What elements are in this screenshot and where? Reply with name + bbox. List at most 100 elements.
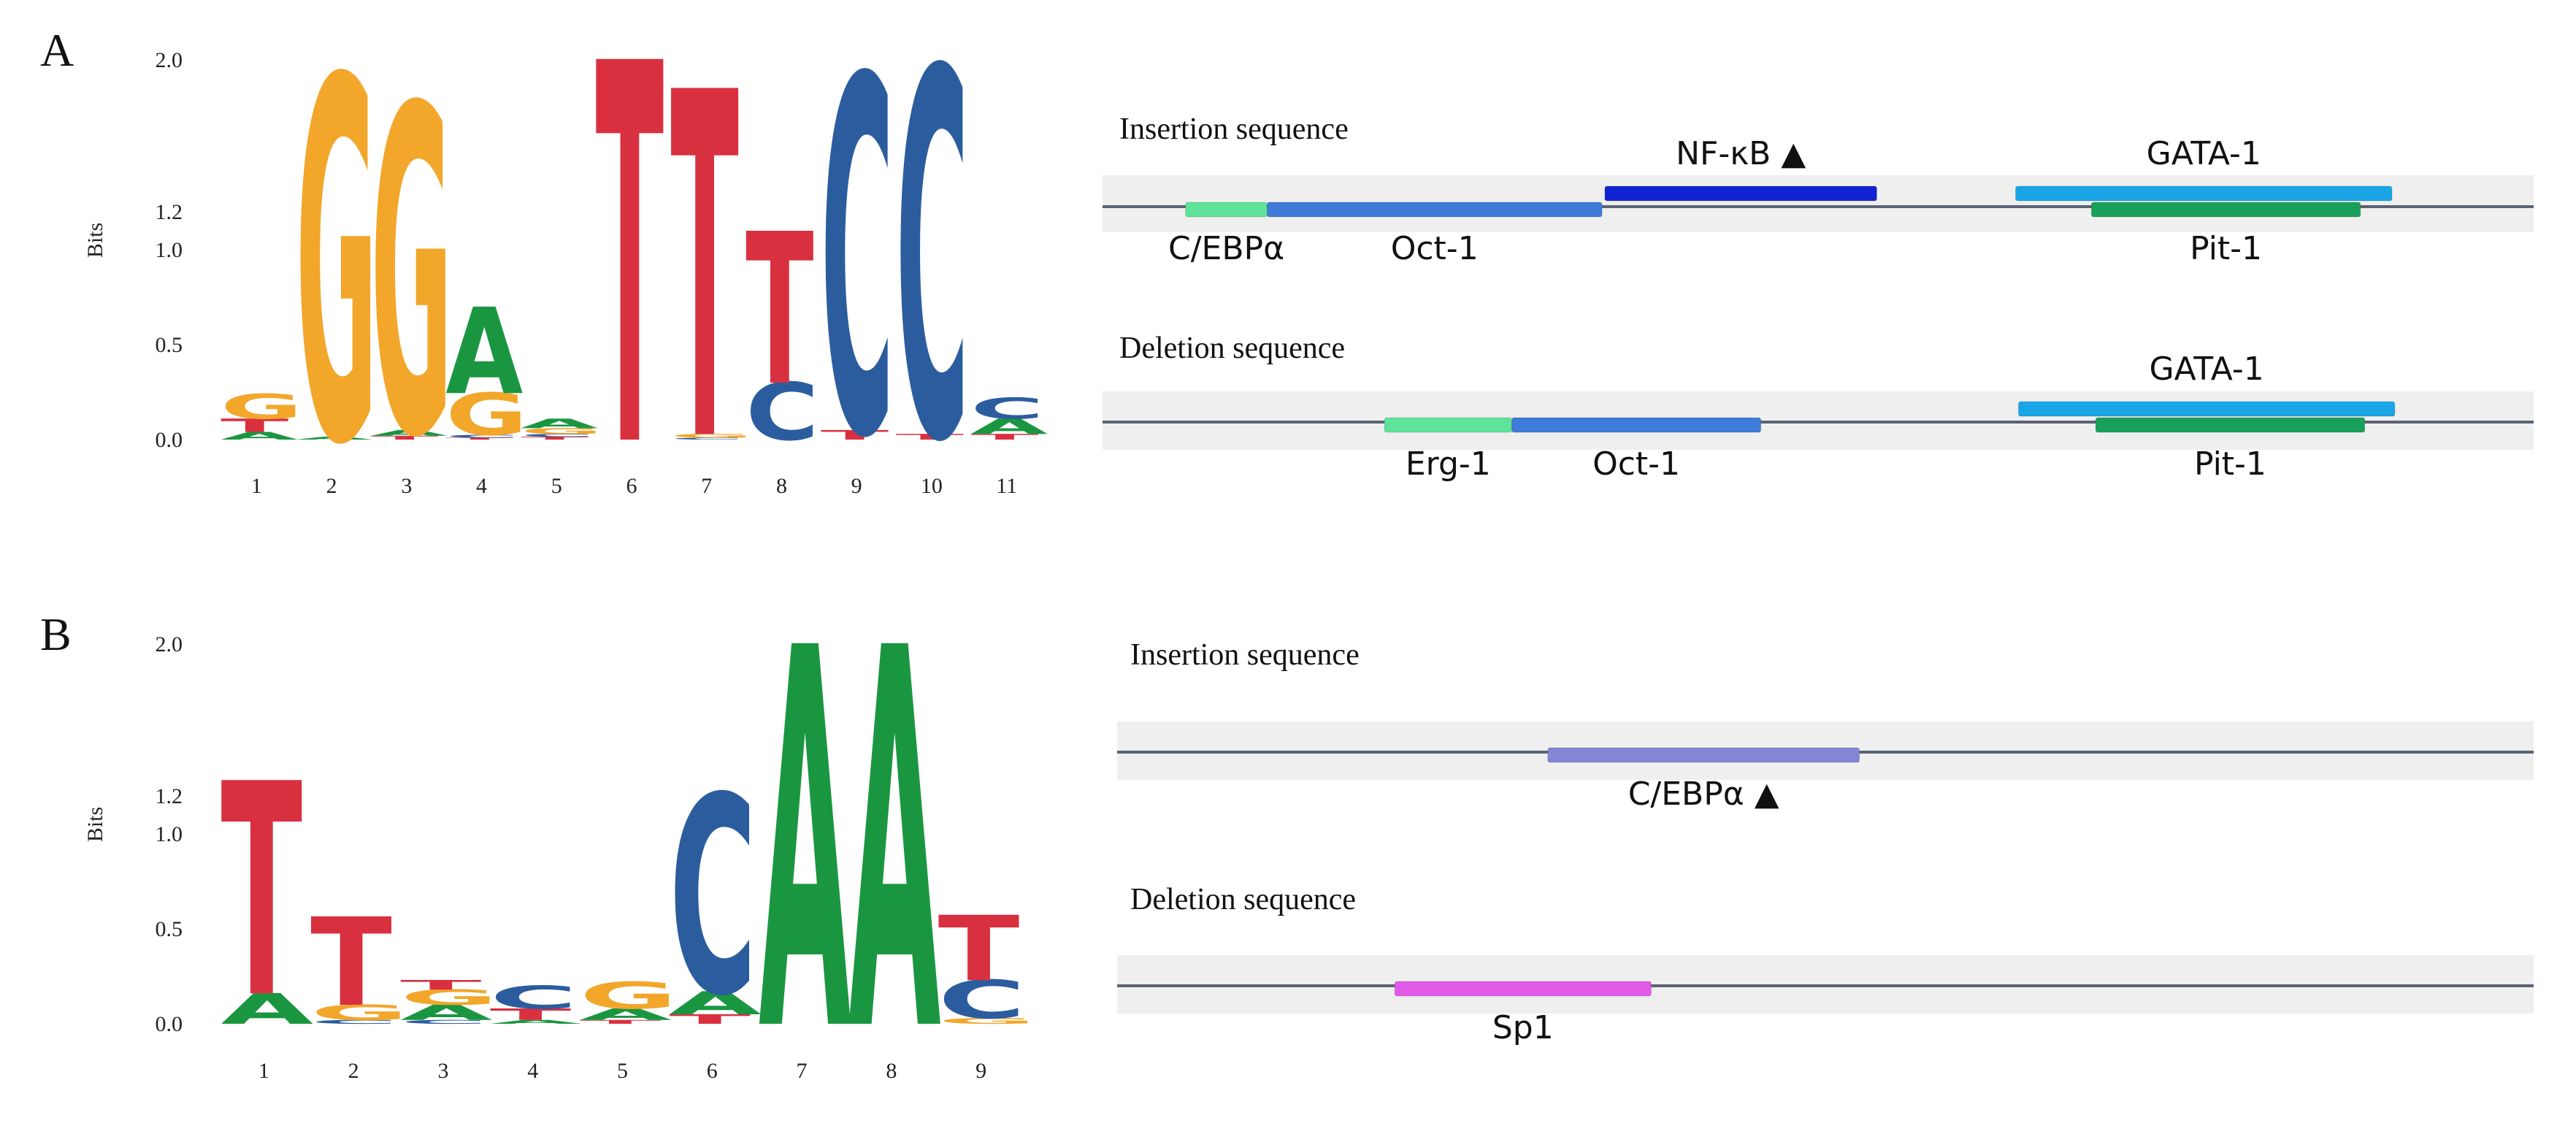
- logo-letter-t: T: [745, 189, 813, 432]
- logo-letter-c: C: [445, 434, 519, 438]
- panel-b: BBits0.00.51.01.22.0AT1CGT2CAGT3ATC4TAG5…: [40, 540, 2534, 1126]
- logo-letter-t: T: [310, 892, 392, 1033]
- logo-letter-g: G: [371, 14, 453, 536]
- binding-site-label: C/EBPα: [1168, 230, 1284, 267]
- logo-letter-c: C: [821, 0, 894, 545]
- logo-letter-c: C: [521, 433, 594, 437]
- logo-letter-c: C: [745, 367, 819, 459]
- logo-position-label: 9: [975, 1059, 986, 1083]
- binding-site-label: Oct-1: [1592, 445, 1680, 483]
- logo-letter-g: G: [580, 974, 678, 1017]
- logo-position-label: 5: [551, 474, 562, 498]
- logo-position-label: 2: [326, 474, 337, 498]
- binding-site-label: Sp1: [1492, 1009, 1554, 1046]
- logo-letter-t: T: [445, 437, 513, 440]
- logo-position-label: 5: [617, 1059, 628, 1083]
- logo-letter-a: A: [371, 429, 448, 438]
- logo-ytick: 0.0: [156, 428, 183, 452]
- logo-position-label: 3: [401, 474, 412, 498]
- logo-position-label: 8: [776, 474, 787, 498]
- logo-letter-a: A: [848, 540, 942, 1126]
- logo-position-label: 4: [527, 1059, 538, 1083]
- binding-site: [1185, 202, 1268, 218]
- logo-letter-t: T: [970, 432, 1038, 442]
- logo-ytick: 1.2: [156, 200, 183, 224]
- binding-site-label: GATA-1: [2147, 135, 2261, 172]
- logo-letter-c: C: [669, 739, 756, 1056]
- binding-site: [1384, 417, 1513, 433]
- logo-ytick: 1.0: [156, 238, 183, 262]
- logo-letter-t: T: [521, 436, 589, 440]
- logo-position-label: 6: [626, 474, 637, 498]
- logo-ytick: 2.0: [156, 632, 183, 656]
- sequence-logo: Bits0.00.51.01.22.0AT1CGT2CAGT3ATC4TAG5T…: [83, 540, 1036, 1126]
- logo-ytick: 1.2: [156, 784, 183, 808]
- binding-site: [1604, 185, 1877, 202]
- binding-site-label: NF-κB ▲: [1676, 135, 1806, 172]
- binding-site-label: Pit-1: [2190, 230, 2262, 267]
- logo-letter-a: A: [759, 540, 852, 1126]
- logo-position-label: 10: [921, 474, 943, 498]
- logo-letter-c: C: [938, 969, 1026, 1030]
- logo-letter-t: T: [938, 897, 1020, 1002]
- logo-letter-t: T: [670, 0, 739, 546]
- logo-position-label: 1: [251, 474, 262, 498]
- logo-letter-a: A: [296, 436, 373, 440]
- logo-letter-t: T: [490, 1006, 572, 1024]
- logo-letter-a: A: [221, 430, 298, 443]
- logo-letter-t: T: [596, 0, 664, 563]
- logo-position-label: 7: [797, 1059, 808, 1083]
- binding-site-label: GATA-1: [2150, 351, 2264, 388]
- sequence-logo: Bits0.00.51.01.22.0ATG1AG2TAG3TCGA4TCGA5…: [83, 0, 1049, 563]
- binding-site: [2015, 185, 2393, 202]
- logo-letter-g: G: [400, 985, 498, 1010]
- binding-site-label: Erg-1: [1406, 445, 1491, 483]
- binding-site-label: Oct-1: [1391, 230, 1479, 267]
- logo-ylabel: Bits: [83, 807, 107, 842]
- logo-letter-a: A: [221, 984, 313, 1033]
- binding-site: [1266, 202, 1603, 218]
- logo-position-label: 1: [258, 1059, 269, 1083]
- logo-position-label: 4: [476, 474, 487, 498]
- logo-ytick: 0.0: [156, 1012, 183, 1036]
- logo-position-label: 2: [348, 1059, 359, 1083]
- binding-site: [1394, 981, 1652, 997]
- logo-letter-t: T: [371, 434, 439, 440]
- panel-a: ABits0.00.51.01.22.0ATG1AG2TAG3TCGA4TCGA…: [40, 0, 2534, 563]
- binding-site: [1511, 417, 1762, 433]
- logo-ytick: 2.0: [156, 48, 183, 72]
- logo-letter-c: C: [670, 437, 744, 440]
- logo-ylabel: Bits: [83, 223, 107, 258]
- logo-letter-g: G: [521, 426, 602, 436]
- logo-letter-t: T: [580, 1019, 662, 1024]
- logo-letter-t: T: [821, 427, 889, 443]
- logo-letter-g: G: [938, 1016, 1036, 1026]
- logo-letter-t: T: [400, 978, 482, 993]
- logo-letter-a: A: [669, 985, 762, 1022]
- logo-position-label: 8: [886, 1059, 897, 1083]
- binding-site: [1547, 747, 1860, 763]
- logo-position-label: 7: [701, 474, 712, 498]
- logo-letter-g: G: [296, 0, 377, 554]
- sequence-title: Deletion sequence: [1130, 883, 1356, 916]
- logo-letter-g: G: [221, 387, 302, 427]
- logo-position-label: 11: [996, 474, 1017, 498]
- logo-letter-g: G: [445, 381, 527, 448]
- logo-letter-t: T: [669, 1011, 751, 1027]
- binding-site-label: C/EBPα ▲: [1628, 775, 1779, 813]
- logo-letter-c: C: [490, 979, 578, 1016]
- logo-letter-a: A: [580, 1006, 672, 1024]
- logo-position-label: 3: [437, 1059, 448, 1083]
- sequence-title: Deletion sequence: [1119, 332, 1345, 365]
- logo-letter-a: A: [445, 284, 523, 421]
- logo-letter-t: T: [221, 415, 288, 437]
- binding-site: [2095, 417, 2366, 433]
- logo-position-label: 6: [707, 1059, 718, 1083]
- panel-label: B: [40, 608, 72, 660]
- logo-letter-a: A: [521, 416, 599, 432]
